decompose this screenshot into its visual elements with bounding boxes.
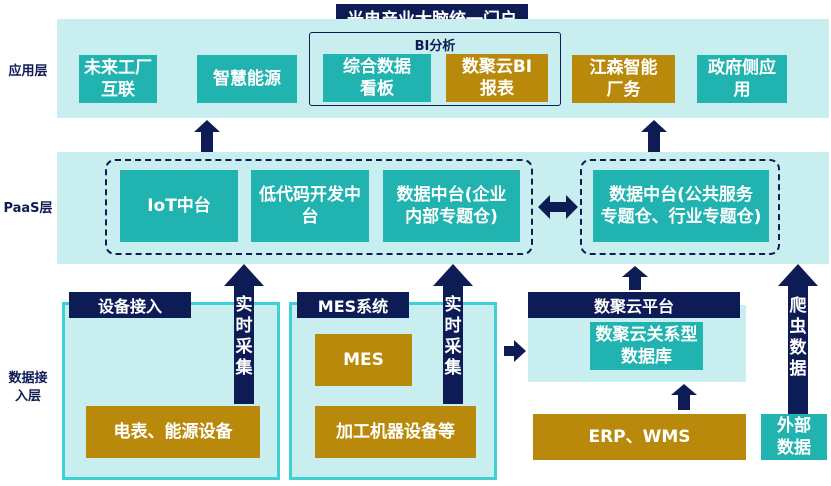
paas-data-middle-platform-internal: 数据中台(企业 内部专题仓): [383, 170, 520, 242]
device-realtime-collect-label: 实时采集: [235, 295, 253, 378]
crawler-data-label: 爬虫数据: [789, 296, 807, 379]
paas-iot-middle-platform: IoT中台: [120, 170, 238, 242]
arrow-right-icon: [504, 340, 526, 362]
app-future-factory: 未来工厂 互联: [79, 55, 157, 103]
mes-system-title: MES系统: [297, 292, 409, 318]
bi-report: 数聚云BI 报表: [446, 54, 548, 102]
arrow-up-icon: [778, 264, 818, 414]
bi-analysis-group: [309, 32, 561, 106]
paas-data-middle-platform-public: 数据中台(公共服务 专题仓、行业专题仓): [593, 170, 769, 242]
app-johnson-factory: 江森智能 厂务: [572, 55, 675, 103]
arrow-up-icon: [194, 120, 220, 152]
arrow-up-icon: [671, 384, 697, 410]
bi-dashboard: 综合数据 看板: [323, 54, 431, 102]
paas-low-code-platform: 低代码开发中 台: [251, 170, 369, 242]
paas-layer-label: PaaS层: [3, 201, 53, 216]
application-layer-label: 应用层: [8, 64, 48, 79]
data-cloud-relational-db: 数聚云关系型 数据库: [590, 322, 703, 370]
device-access-title: 设备接入: [69, 292, 191, 318]
access-layer-label: 数据接 入层: [8, 371, 48, 404]
double-arrow-icon: [538, 195, 578, 219]
mes-box: MES: [315, 334, 412, 386]
mes-realtime-collect-label: 实时采集: [444, 295, 462, 378]
external-data-box: 外部 数据: [761, 414, 827, 460]
arrow-up-icon: [641, 120, 667, 152]
arrow-up-icon: [224, 264, 264, 404]
app-smart-energy: 智慧能源: [197, 55, 297, 103]
data-cloud-platform-title: 数聚云平台: [528, 292, 740, 318]
arrow-up-icon: [433, 264, 473, 404]
bi-analysis-title: BI分析: [414, 39, 456, 54]
device-energy-meter: 电表、能源设备: [86, 406, 260, 458]
app-government: 政府侧应 用: [697, 55, 787, 103]
arrow-up-icon: [622, 266, 648, 290]
erp-wms-box: ERP、WMS: [533, 414, 746, 460]
paas-group-internal: [105, 159, 533, 255]
processing-equipment-box: 加工机器设备等: [315, 406, 476, 458]
paas-group-public: [580, 159, 780, 255]
